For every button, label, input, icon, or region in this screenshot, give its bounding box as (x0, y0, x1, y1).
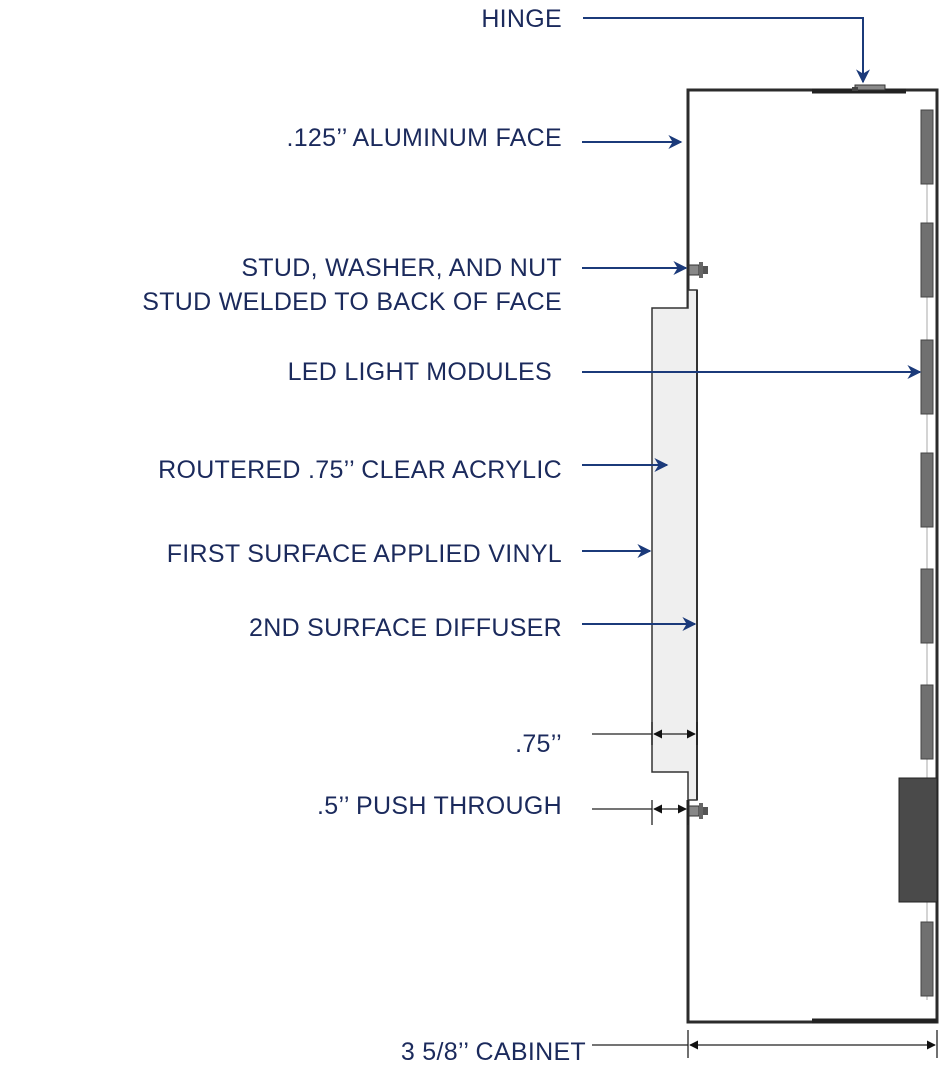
hinge-leader (583, 17, 870, 84)
label-vinyl: FIRST SURFACE APPLIED VINYL (167, 540, 562, 568)
led-module (920, 568, 934, 644)
stud-top (688, 262, 708, 278)
acrylic-body (651, 289, 698, 801)
label-aluminum-face: .125’’ ALUMINUM FACE (286, 124, 562, 152)
cabinet-outline (686, 88, 939, 1024)
stud-bottom (688, 803, 708, 819)
cabinet (686, 88, 939, 1024)
led-module (920, 452, 934, 528)
acrylic-push-through (651, 289, 698, 801)
hinge (852, 84, 886, 91)
led-module (920, 684, 934, 760)
label-stud-line2: STUD WELDED TO BACK OF FACE (142, 288, 562, 316)
led-module (920, 921, 934, 997)
label-push-through: .5’’ PUSH THROUGH (317, 792, 562, 820)
label-acrylic: ROUTERED .75’’ CLEAR ACRYLIC (158, 456, 562, 484)
led-module (920, 339, 934, 415)
dimension-push-through (592, 800, 689, 825)
label-stud-line1: STUD, WASHER, AND NUT (241, 254, 562, 282)
label-cabinet-depth: 3 5/8’’ CABINET (401, 1038, 586, 1066)
led-module (920, 222, 934, 298)
power-supply-box (898, 777, 938, 903)
label-led-modules: LED LIGHT MODULES (288, 358, 552, 386)
label-dimension-075: .75’’ (515, 730, 562, 758)
label-diffuser: 2ND SURFACE DIFFUSER (249, 614, 562, 642)
dimension-cabinet (592, 1030, 938, 1058)
led-modules (920, 109, 934, 1000)
dimension-075 (592, 722, 698, 745)
led-module (920, 109, 934, 185)
label-hinge: HINGE (481, 5, 562, 33)
